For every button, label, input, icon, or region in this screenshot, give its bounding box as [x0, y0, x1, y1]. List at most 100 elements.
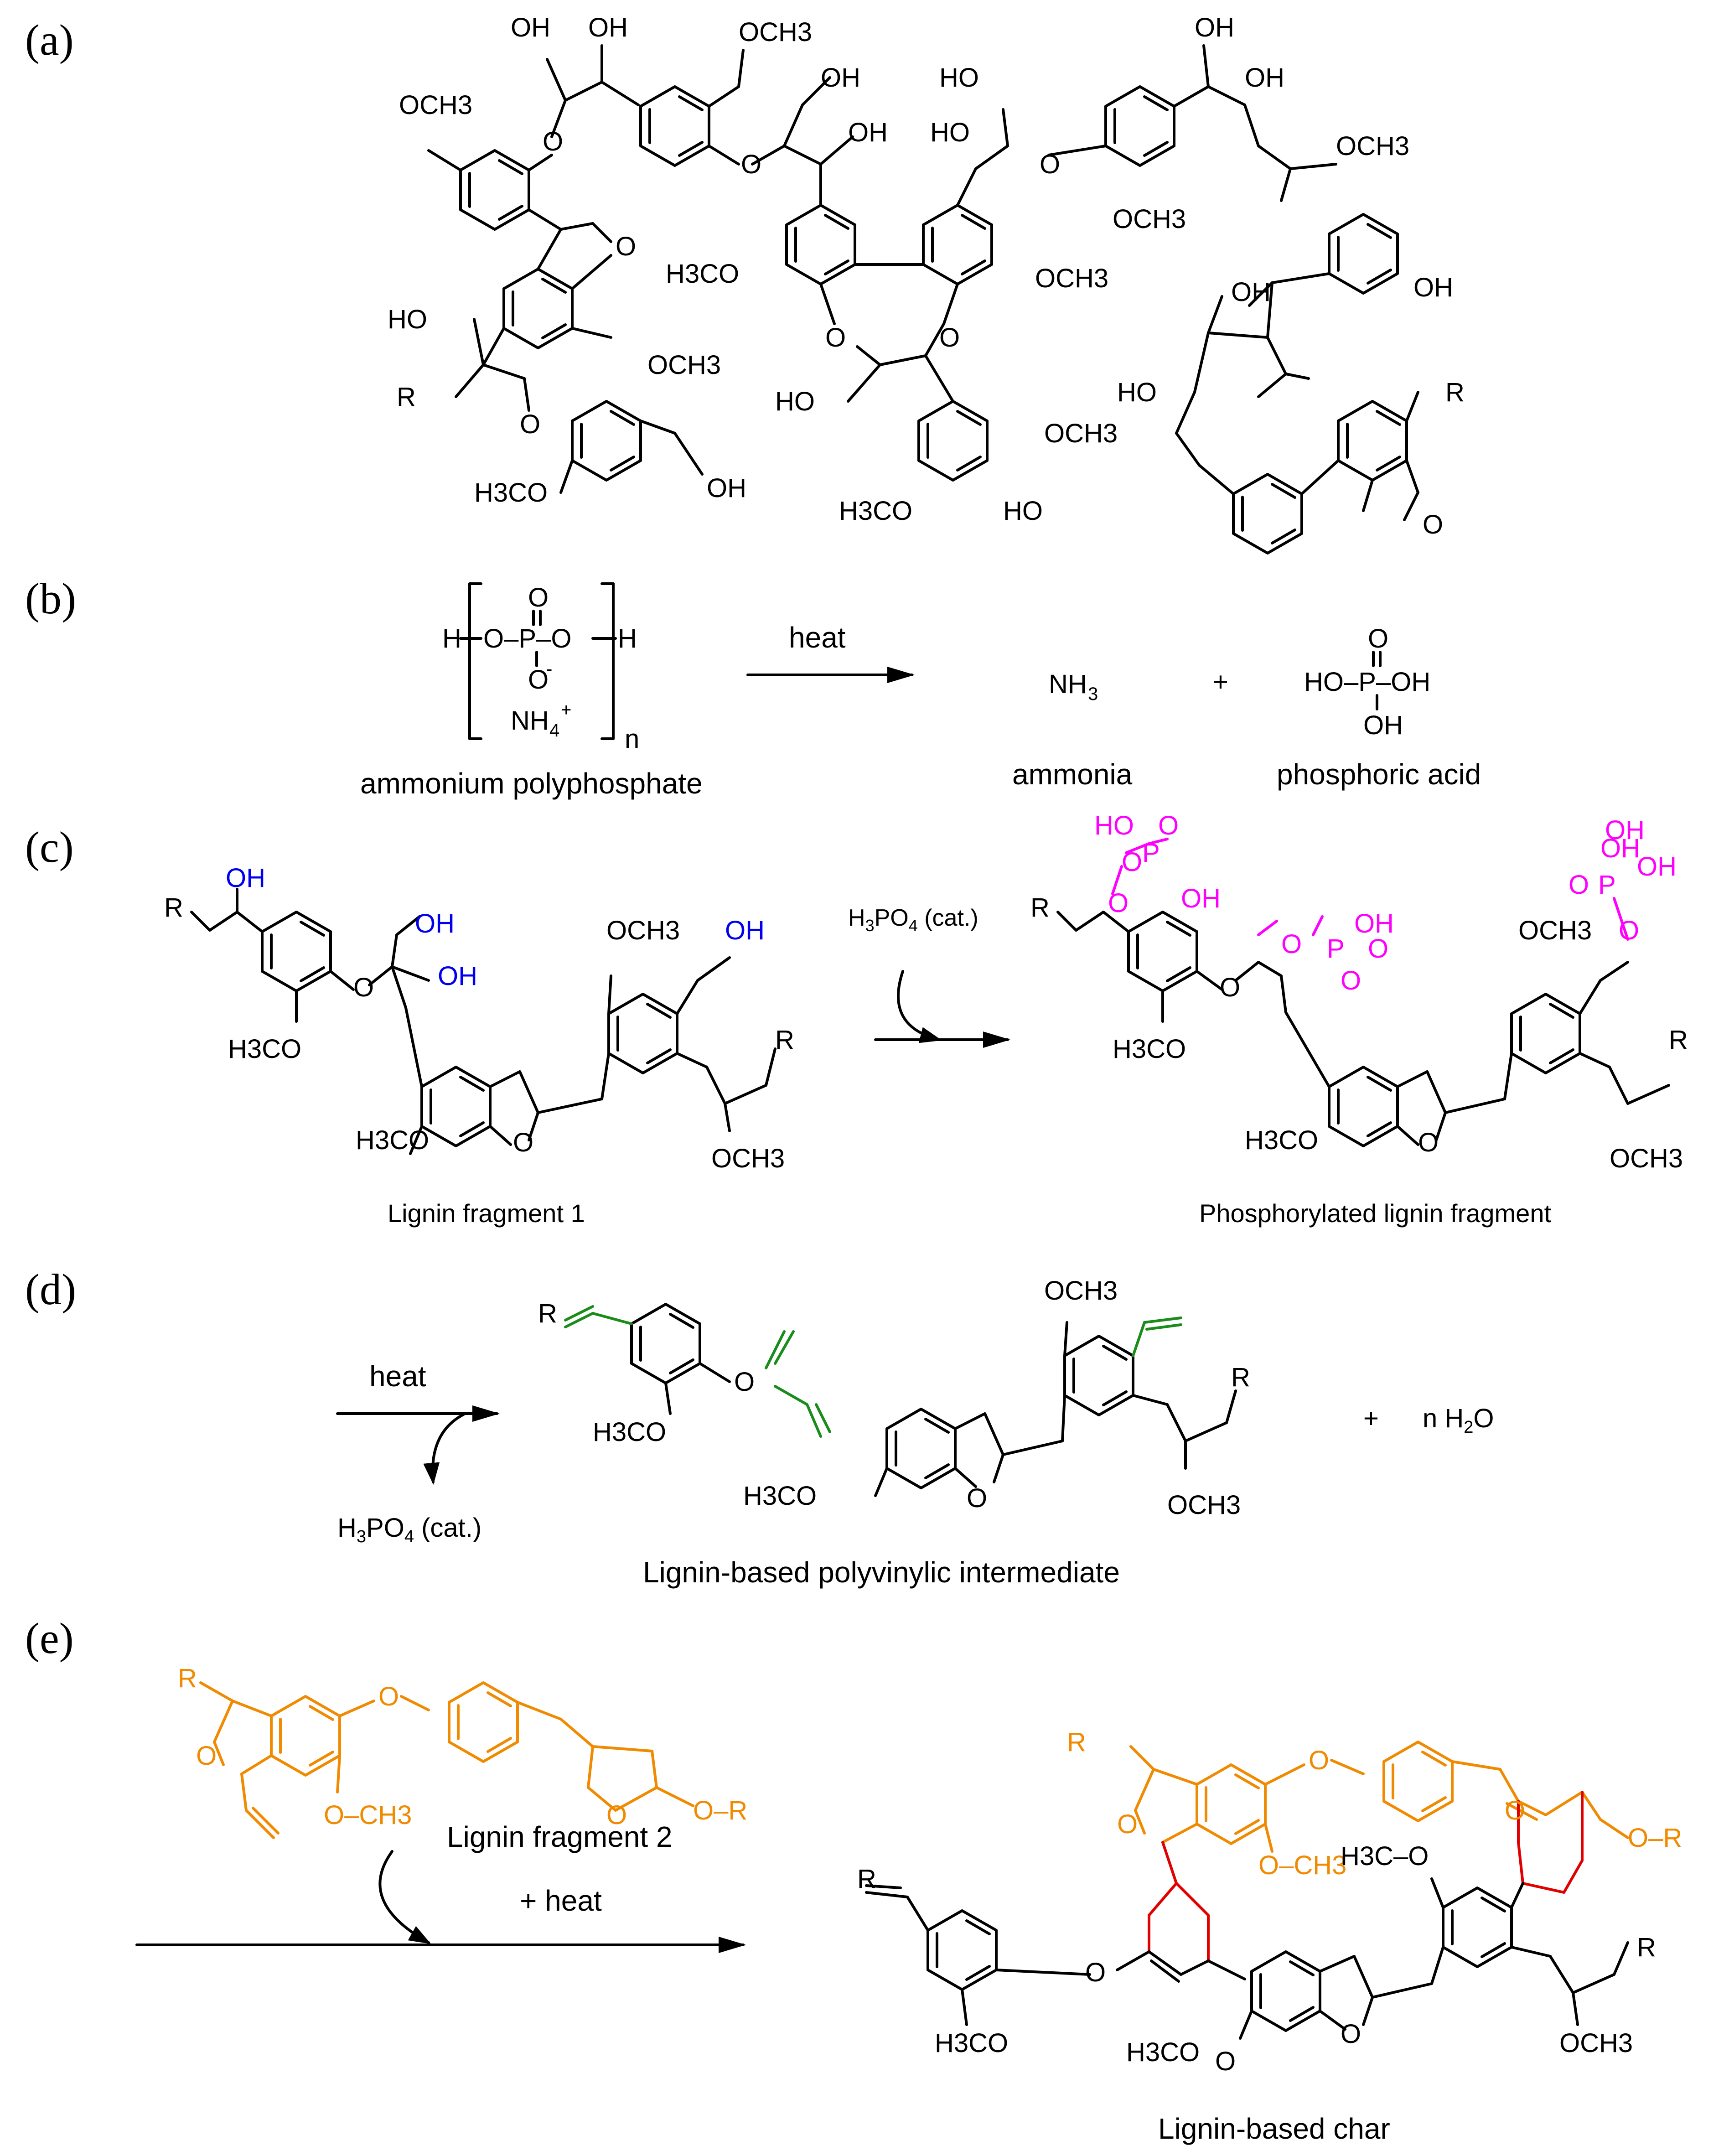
lignin-fragment-2-bonds: [199, 1681, 694, 1839]
a-group: R: [1445, 378, 1465, 407]
d-group: O: [967, 1483, 987, 1513]
e-frag2-group: O–CH3: [324, 1800, 412, 1830]
phosphate-atom: O: [1368, 934, 1388, 964]
panel-label-e: (e): [25, 1614, 74, 1663]
c-left-group: O: [353, 973, 374, 1002]
c-left-group: H3CO: [228, 1034, 301, 1064]
c-right-group: R: [1030, 893, 1050, 923]
a-group: H3CO: [839, 496, 912, 526]
ammonia-name: ammonia: [1012, 758, 1133, 791]
a-group: HO: [388, 305, 427, 334]
lignin-fragment-2-name: Lignin fragment 2: [447, 1820, 673, 1853]
phosphate-atom: O: [1281, 929, 1302, 959]
panel-d-reaction: heat H3PO4 (cat.): [336, 1276, 1494, 1589]
app-counterion: NH: [511, 706, 549, 736]
e-char-group: H3CO: [1126, 2037, 1200, 2067]
a-group: OCH3: [1113, 204, 1186, 234]
panel-label-b: (b): [25, 574, 76, 623]
e-frag2-group: O–R: [693, 1796, 747, 1825]
polyvinylic-intermediate-name: Lignin-based polyvinylic intermediate: [643, 1556, 1120, 1589]
a-group: HO: [1003, 496, 1043, 526]
arrow-label-heat-b: heat: [789, 621, 846, 654]
char-black-bonds: [865, 1877, 1629, 2040]
lignin-based-char-name: Lignin-based char: [1158, 2112, 1390, 2145]
d-group: R: [538, 1299, 557, 1328]
c-right-group: O: [1220, 973, 1240, 1002]
curved-arrow-e: [378, 1850, 431, 1944]
a-group: OH: [1195, 13, 1234, 42]
a-group: OH: [821, 63, 860, 93]
c-left-group: O: [513, 1128, 533, 1157]
phosphoric-name: phosphoric acid: [1277, 758, 1481, 791]
reagent-text: H3PO4 (cat.): [848, 905, 978, 935]
panel-label-d: (d): [25, 1265, 76, 1314]
lignin-fragment-2-labels: R O O O O–R O–CH3: [178, 1664, 747, 1830]
d-group: O: [734, 1367, 755, 1397]
structure-a-labels: OH OH OCH3 OH OH HO OH OH HO OCH3 OCH3 O…: [388, 13, 1465, 539]
arrow-label-heat-d: heat: [369, 1360, 426, 1393]
a-group: OCH3: [739, 17, 812, 47]
a-group: HO: [939, 63, 979, 93]
phosphate-atom: OH: [1354, 909, 1394, 938]
char-new-bonds: [1148, 1791, 1584, 1962]
a-group: OH: [1231, 277, 1271, 307]
e-char-group: H3CO: [935, 2028, 1008, 2058]
a-group: O: [1040, 150, 1060, 179]
panel-label-c: (c): [25, 823, 74, 871]
c-left-hydroxyl: OH: [415, 909, 455, 938]
app-repeat-n: n: [625, 724, 639, 754]
a-group: OH: [511, 13, 550, 42]
c-right-group: R: [1669, 1025, 1688, 1055]
phosphorylated-fragment-labels: R OCH3 H3CO H3CO OCH3 R O O: [1030, 893, 1688, 1173]
e-char-group: O: [1341, 2019, 1361, 2049]
phosphoric-bottom-oh: OH: [1363, 710, 1403, 740]
phosphate-atom: O: [1619, 916, 1639, 945]
e-char-group: O–CH3: [1258, 1850, 1346, 1880]
e-char-group: R: [1637, 1933, 1656, 1962]
c-left-group: H3CO: [356, 1125, 429, 1155]
phosphate-atom: O: [1158, 811, 1179, 840]
c-left-group: R: [164, 893, 183, 923]
ammonia-sub: 3: [1088, 684, 1098, 704]
a-group: OCH3: [399, 90, 472, 120]
reactant-app: H O–P–O H O O - NH 4 + n ammonium polyph…: [360, 582, 703, 800]
a-group: OH: [848, 118, 888, 147]
phosphate-labels: HO O O P OH OH O P O O O OH OH OH O P O: [1094, 811, 1677, 995]
phosphate-atom: O: [1122, 847, 1142, 877]
e-char-group: O: [1215, 2047, 1236, 2076]
e-frag2-group: O: [196, 1741, 217, 1771]
lignin-fragment-1-name: Lignin fragment 1: [388, 1199, 585, 1228]
a-group: O: [825, 323, 846, 352]
phosphate-atom: OH: [1600, 834, 1640, 863]
structure-a-bonds: [427, 44, 1419, 555]
c-left-group: OCH3: [711, 1144, 785, 1173]
plus-d: +: [1363, 1404, 1379, 1433]
phosphate-atom: O: [1341, 966, 1361, 995]
c-left-hydroxyl: OH: [438, 961, 477, 991]
d-group: H3CO: [593, 1417, 666, 1447]
d-group: OCH3: [1044, 1276, 1118, 1306]
app-name: ammonium polyphosphate: [360, 767, 703, 800]
a-group: OCH3: [647, 350, 721, 380]
e-char-group: O: [1117, 1809, 1138, 1839]
c-right-group: H3CO: [1113, 1034, 1186, 1064]
phosphate-atom: OH: [1181, 884, 1221, 913]
a-group: O: [741, 150, 761, 179]
ammonia-formula: NH: [1049, 669, 1087, 699]
a-group: O: [543, 127, 563, 156]
phosphate-atom: HO: [1094, 811, 1134, 840]
char-labels: R O O O O–R O–CH3 H3C–O R O H3CO H3CO R …: [857, 1727, 1682, 2076]
phosphate-atom: OH: [1637, 852, 1677, 881]
app-top-o: O: [528, 583, 549, 612]
lignin-fragment-1-bonds: [190, 888, 776, 1155]
c-left-hydroxyl: OH: [725, 916, 765, 945]
c-left-hydroxyl: OH: [226, 863, 265, 893]
a-group: H3CO: [666, 259, 739, 289]
c-right-group: H3CO: [1245, 1125, 1318, 1155]
vinyl-bonds: [564, 1305, 1182, 1438]
phosphate-atom: P: [1327, 934, 1345, 964]
phosphate-atom: OH: [1605, 815, 1645, 845]
e-char-group: H3C–O: [1341, 1841, 1429, 1871]
app-h-left: H: [442, 624, 461, 653]
a-group: OCH3: [1044, 419, 1118, 448]
